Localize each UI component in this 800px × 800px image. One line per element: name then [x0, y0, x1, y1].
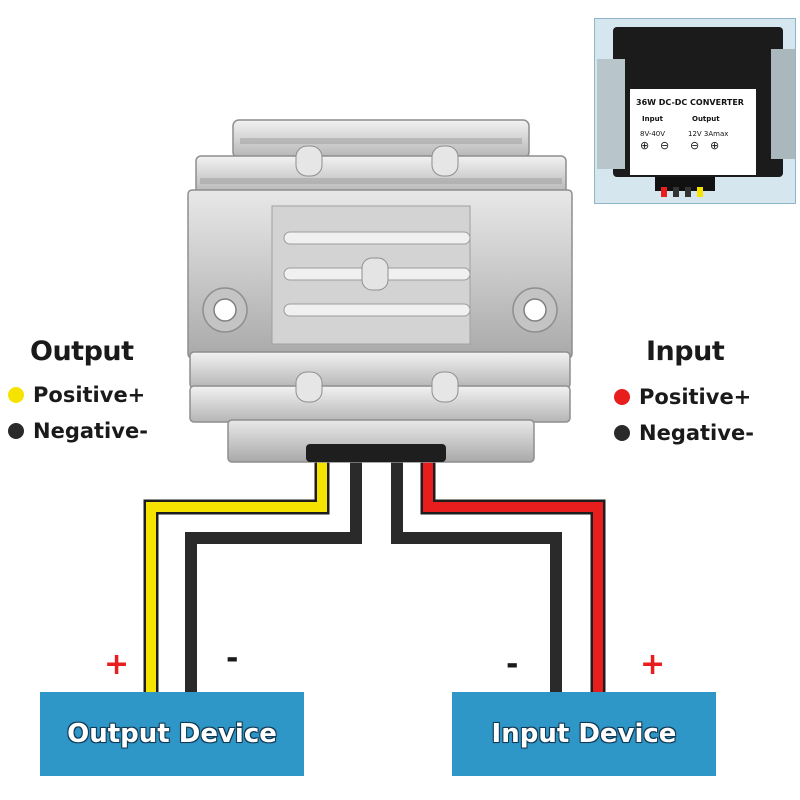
- converter-housing: [187, 119, 573, 463]
- input-legend-title: Input: [646, 336, 725, 367]
- red-dot-icon: [614, 389, 630, 405]
- output-negative-label: Negative-: [33, 419, 148, 443]
- wire-black-output-negative: [182, 455, 365, 695]
- input-device-label: Input Device: [491, 719, 677, 749]
- inset-minus-symbol: ⊖: [660, 139, 670, 152]
- output-legend-positive: Positive+: [8, 383, 145, 407]
- input-positive-label: Positive+: [639, 385, 752, 409]
- output-plus-sign: +: [104, 647, 130, 682]
- output-positive-label: Positive+: [33, 383, 146, 407]
- output-legend-negative: Negative-: [8, 419, 148, 443]
- input-negative-label: Negative-: [639, 421, 754, 445]
- inset-minus-symbol: ⊖: [690, 139, 700, 152]
- output-legend-title: Output: [30, 336, 134, 367]
- input-legend-positive: Positive+: [614, 385, 751, 409]
- black-dot-icon: [8, 423, 24, 439]
- inset-output-heading: Output: [692, 115, 720, 123]
- inset-output-rating: 12V 3Amax: [688, 130, 729, 138]
- wires: [143, 455, 606, 695]
- input-legend-negative: Negative-: [614, 421, 754, 445]
- input-minus-sign: -: [506, 647, 519, 682]
- inset-label-title: 36W DC-DC CONVERTER: [636, 98, 744, 107]
- black-dot-icon: [614, 425, 630, 441]
- output-device-label: Output Device: [67, 719, 277, 749]
- input-device-box: Input Device: [452, 692, 716, 776]
- inset-input-range: 8V-40V: [640, 130, 666, 138]
- inset-product-label-photo: 36W DC-DC CONVERTER Input Output 8V-40V …: [594, 18, 796, 204]
- output-device-box: Output Device: [40, 692, 304, 776]
- inset-plus-symbol: ⊕: [710, 139, 720, 152]
- inset-label-panel: 36W DC-DC CONVERTER Input Output 8V-40V …: [630, 89, 756, 175]
- inset-plus-symbol: ⊕: [640, 139, 650, 152]
- inset-input-heading: Input: [642, 115, 663, 123]
- output-minus-sign: -: [226, 641, 239, 676]
- input-plus-sign: +: [640, 647, 666, 682]
- yellow-dot-icon: [8, 387, 24, 403]
